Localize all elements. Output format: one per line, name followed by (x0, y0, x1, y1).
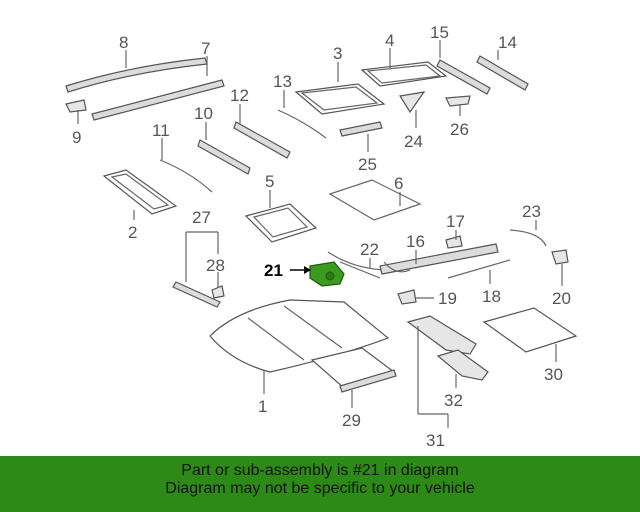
part-5-frame[interactable] (244, 203, 318, 243)
callout-31: 31 (426, 431, 445, 450)
part-9-clip[interactable] (65, 99, 87, 113)
leader-lines (77, 40, 563, 428)
part-6-seal[interactable] (328, 179, 422, 221)
part-21-motor[interactable] (309, 261, 345, 287)
parts-diagram: 8 7 9 10 12 11 13 3 4 15 14 24 25 26 5 6… (65, 23, 578, 450)
callout-12: 12 (230, 86, 249, 105)
part-11-strip[interactable] (159, 159, 213, 193)
part-12-strip[interactable] (233, 121, 291, 159)
part-18-cable[interactable] (447, 259, 511, 279)
callout-13: 13 (273, 72, 292, 91)
callout-16: 16 (406, 232, 425, 251)
part-10-strip[interactable] (197, 139, 251, 175)
part-24-bracket[interactable] (399, 91, 426, 114)
callout-10: 10 (194, 104, 213, 123)
part-25-strip[interactable] (339, 121, 383, 137)
callout-9: 9 (72, 128, 81, 147)
part-17-bracket[interactable] (445, 235, 463, 249)
part-4-glass[interactable] (360, 61, 448, 87)
part-13-strip[interactable] (277, 109, 327, 139)
callout-15: 15 (430, 23, 449, 42)
callout-labels: 8 7 9 10 12 11 13 3 4 15 14 24 25 26 5 6… (72, 23, 571, 450)
callout-19: 19 (438, 289, 457, 308)
part-3-glass[interactable] (294, 83, 386, 115)
callout-24: 24 (404, 132, 423, 151)
callout-1: 1 (258, 397, 267, 416)
callout-32: 32 (444, 391, 463, 410)
callout-18: 18 (482, 287, 501, 306)
part-2-panel[interactable] (102, 169, 178, 215)
callout-22: 22 (360, 240, 379, 259)
part-19-bracket[interactable] (397, 289, 417, 305)
part-23-tube[interactable] (509, 229, 547, 247)
callout-17: 17 (446, 212, 465, 231)
banner-line-2: Diagram may not be specific to your vehi… (165, 480, 475, 497)
part-15-strip[interactable] (436, 59, 491, 95)
part-7-molding[interactable] (91, 79, 225, 121)
part-16-track[interactable] (379, 243, 499, 275)
part-30-panel[interactable] (482, 307, 578, 353)
callout-14: 14 (498, 33, 517, 52)
callout-20: 20 (552, 289, 571, 308)
callout-11: 11 (152, 121, 170, 140)
banner-line-1: Part or sub-assembly is #21 in diagram (181, 462, 459, 479)
part-28-clip[interactable] (211, 285, 225, 299)
callout-29: 29 (342, 411, 361, 430)
callout-25: 25 (358, 155, 377, 174)
callout-8: 8 (119, 33, 128, 52)
callout-28: 28 (206, 256, 225, 275)
part-32-frame[interactable] (436, 349, 489, 381)
part-29-shade[interactable] (310, 347, 397, 393)
part-27-rail[interactable] (172, 281, 221, 308)
callout-21: 21 (264, 261, 283, 280)
part-22-cable[interactable] (327, 251, 385, 279)
part-8-molding[interactable] (65, 57, 208, 93)
callout-27: 27 (192, 208, 211, 227)
callout-2: 2 (128, 223, 137, 242)
callout-26: 26 (450, 120, 469, 139)
callout-3: 3 (333, 44, 342, 63)
info-banner: Part or sub-assembly is #21 in diagram D… (0, 456, 640, 512)
callout-6: 6 (394, 174, 403, 193)
callout-5: 5 (265, 172, 274, 191)
part-14-strip[interactable] (476, 55, 529, 91)
part-26-bracket[interactable] (445, 95, 471, 107)
callout-7: 7 (201, 39, 210, 58)
part-31-frame[interactable] (406, 315, 477, 355)
callout-30: 30 (544, 365, 563, 384)
part-20-bracket[interactable] (551, 249, 569, 265)
callout-4: 4 (385, 31, 394, 50)
callout-23: 23 (522, 202, 541, 221)
